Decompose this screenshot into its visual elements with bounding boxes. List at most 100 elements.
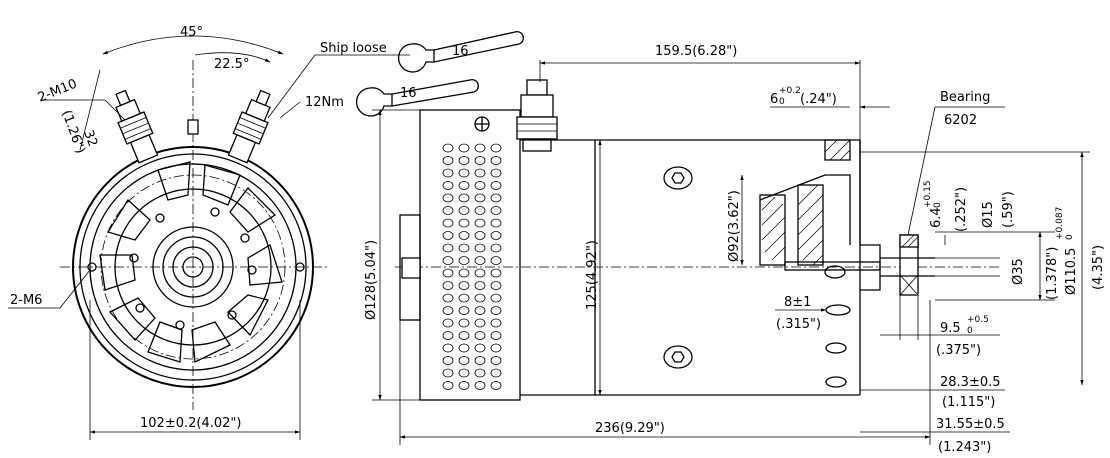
perforation-hole [442, 231, 454, 240]
perforation-hole [474, 181, 486, 190]
dim-9-5-inch: (.375") [936, 343, 981, 358]
perforation-hole [442, 193, 454, 203]
ship-loose-label: Ship loose [320, 41, 387, 56]
perforation-hole [458, 331, 470, 340]
perforation-hole [490, 368, 502, 378]
perforation-hole [458, 143, 470, 153]
perforation-hole [490, 293, 502, 303]
perforation-hole [490, 231, 502, 240]
dim-8-inch: (.315") [776, 317, 821, 332]
perforation-hole [442, 168, 454, 178]
dia-92-label: Ø92(3.62") [727, 190, 742, 262]
dim-6-4-tol-up: +0.15 [923, 180, 933, 208]
perforation-hole [442, 206, 454, 215]
terminal-left [115, 89, 159, 164]
perforation-hole [442, 306, 454, 315]
perforation-hole [442, 293, 454, 303]
dia-15-inch: (.59") [1001, 191, 1016, 228]
dim-31-55-value: 31.55±0.5 [936, 417, 1005, 432]
dim-9-5-value: 9.5 [940, 321, 961, 336]
perforation-hole [458, 168, 470, 178]
wrench-1-icon [397, 31, 524, 73]
perforation-hole [458, 293, 470, 303]
perforation-hole [458, 318, 470, 328]
perforation-hole [490, 256, 502, 265]
perforation-hole [458, 281, 470, 290]
angle-22-5-label: 22.5° [214, 57, 249, 72]
length-top-label: 159.5(6.28") [655, 44, 737, 59]
perforation-hole [458, 231, 470, 240]
wrench-2-size: 16 [400, 86, 417, 101]
perforation-hole [474, 256, 486, 265]
perforation-hole [442, 143, 454, 153]
width-dim-label: 102±0.2(4.02") [140, 416, 241, 431]
perforation-hole [442, 343, 454, 353]
cap-perforations [442, 143, 502, 390]
perforation-hole [490, 193, 502, 203]
perforation-hole [442, 368, 454, 378]
perforation-hole [442, 181, 454, 190]
dim-6-tol-lo: 0 [779, 97, 785, 107]
dim-32-label: 32 [80, 128, 100, 149]
perforation-hole [474, 231, 486, 240]
perforation-hole [458, 256, 470, 265]
dim-6-4-value: 6.4 [929, 207, 944, 228]
dim-9-5-tol-lo: 0 [967, 326, 973, 336]
dia-15-value: Ø15 [981, 201, 996, 228]
perforation-hole [490, 343, 502, 353]
torque-label: 12Nm [305, 95, 344, 110]
perforation-hole [442, 218, 454, 228]
perforation-hole [442, 281, 454, 290]
perforation-hole [474, 331, 486, 340]
dim-8-value: 8±1 [784, 295, 811, 310]
dim-6-value: 6 [770, 92, 778, 107]
perforation-hole [490, 181, 502, 190]
perforation-hole [490, 381, 502, 390]
thread-terminals-label: 2-M10 [36, 77, 79, 106]
dia-128-label: Ø128(5.04") [364, 240, 379, 320]
perforation-hole [458, 193, 470, 203]
perforation-hole [458, 381, 470, 390]
perforation-hole [490, 268, 502, 278]
bearing-number: 6202 [944, 113, 977, 128]
perforation-hole [474, 243, 486, 253]
dim-6-4-inch: (.252") [954, 187, 969, 232]
perforation-hole [458, 356, 470, 365]
dia-110-tol-up: +0.087 [1055, 207, 1065, 240]
wrench-1-size: 16 [452, 44, 469, 59]
perforation-hole [474, 306, 486, 315]
perforation-hole [490, 331, 502, 340]
perforation-hole [474, 143, 486, 153]
section-hatch [761, 184, 824, 266]
dia-110-value: Ø110.5 [1064, 248, 1079, 295]
dim-9-5-tol-up: +0.5 [967, 315, 989, 325]
wrench-2-icon [355, 79, 479, 117]
terminal-right [227, 89, 271, 164]
perforation-hole [474, 268, 486, 278]
perforation-hole [474, 293, 486, 303]
perforation-hole [474, 206, 486, 215]
perforation-hole [442, 268, 454, 278]
thread-mounting-label: 2-M6 [10, 293, 42, 308]
perforation-hole [458, 343, 470, 353]
perforation-hole [442, 256, 454, 265]
perforation-hole [442, 243, 454, 253]
perforation-hole [474, 218, 486, 228]
dim-6-tol-up: +0.2 [779, 86, 801, 96]
perforation-hole [442, 356, 454, 365]
perforation-hole [490, 168, 502, 178]
end-view: 45° 22.5° 2-M10 32 (1.26") 2-M6 102±0.2(… [8, 25, 330, 440]
dia-35-value: Ø35 [1011, 258, 1026, 285]
perforation-hole [490, 206, 502, 215]
perforation-hole [490, 243, 502, 253]
perforation-hole [458, 368, 470, 378]
perforation-hole [458, 306, 470, 315]
bearing-label: Bearing [940, 90, 990, 105]
dim-6-4-tol-lo: 0 [933, 202, 943, 208]
perforation-hole [490, 156, 502, 165]
perforation-hole [474, 343, 486, 353]
perforation-hole [442, 156, 454, 165]
perforation-hole [474, 318, 486, 328]
perforation-hole [442, 318, 454, 328]
dim-28-3-value: 28.3±0.5 [940, 375, 1001, 390]
